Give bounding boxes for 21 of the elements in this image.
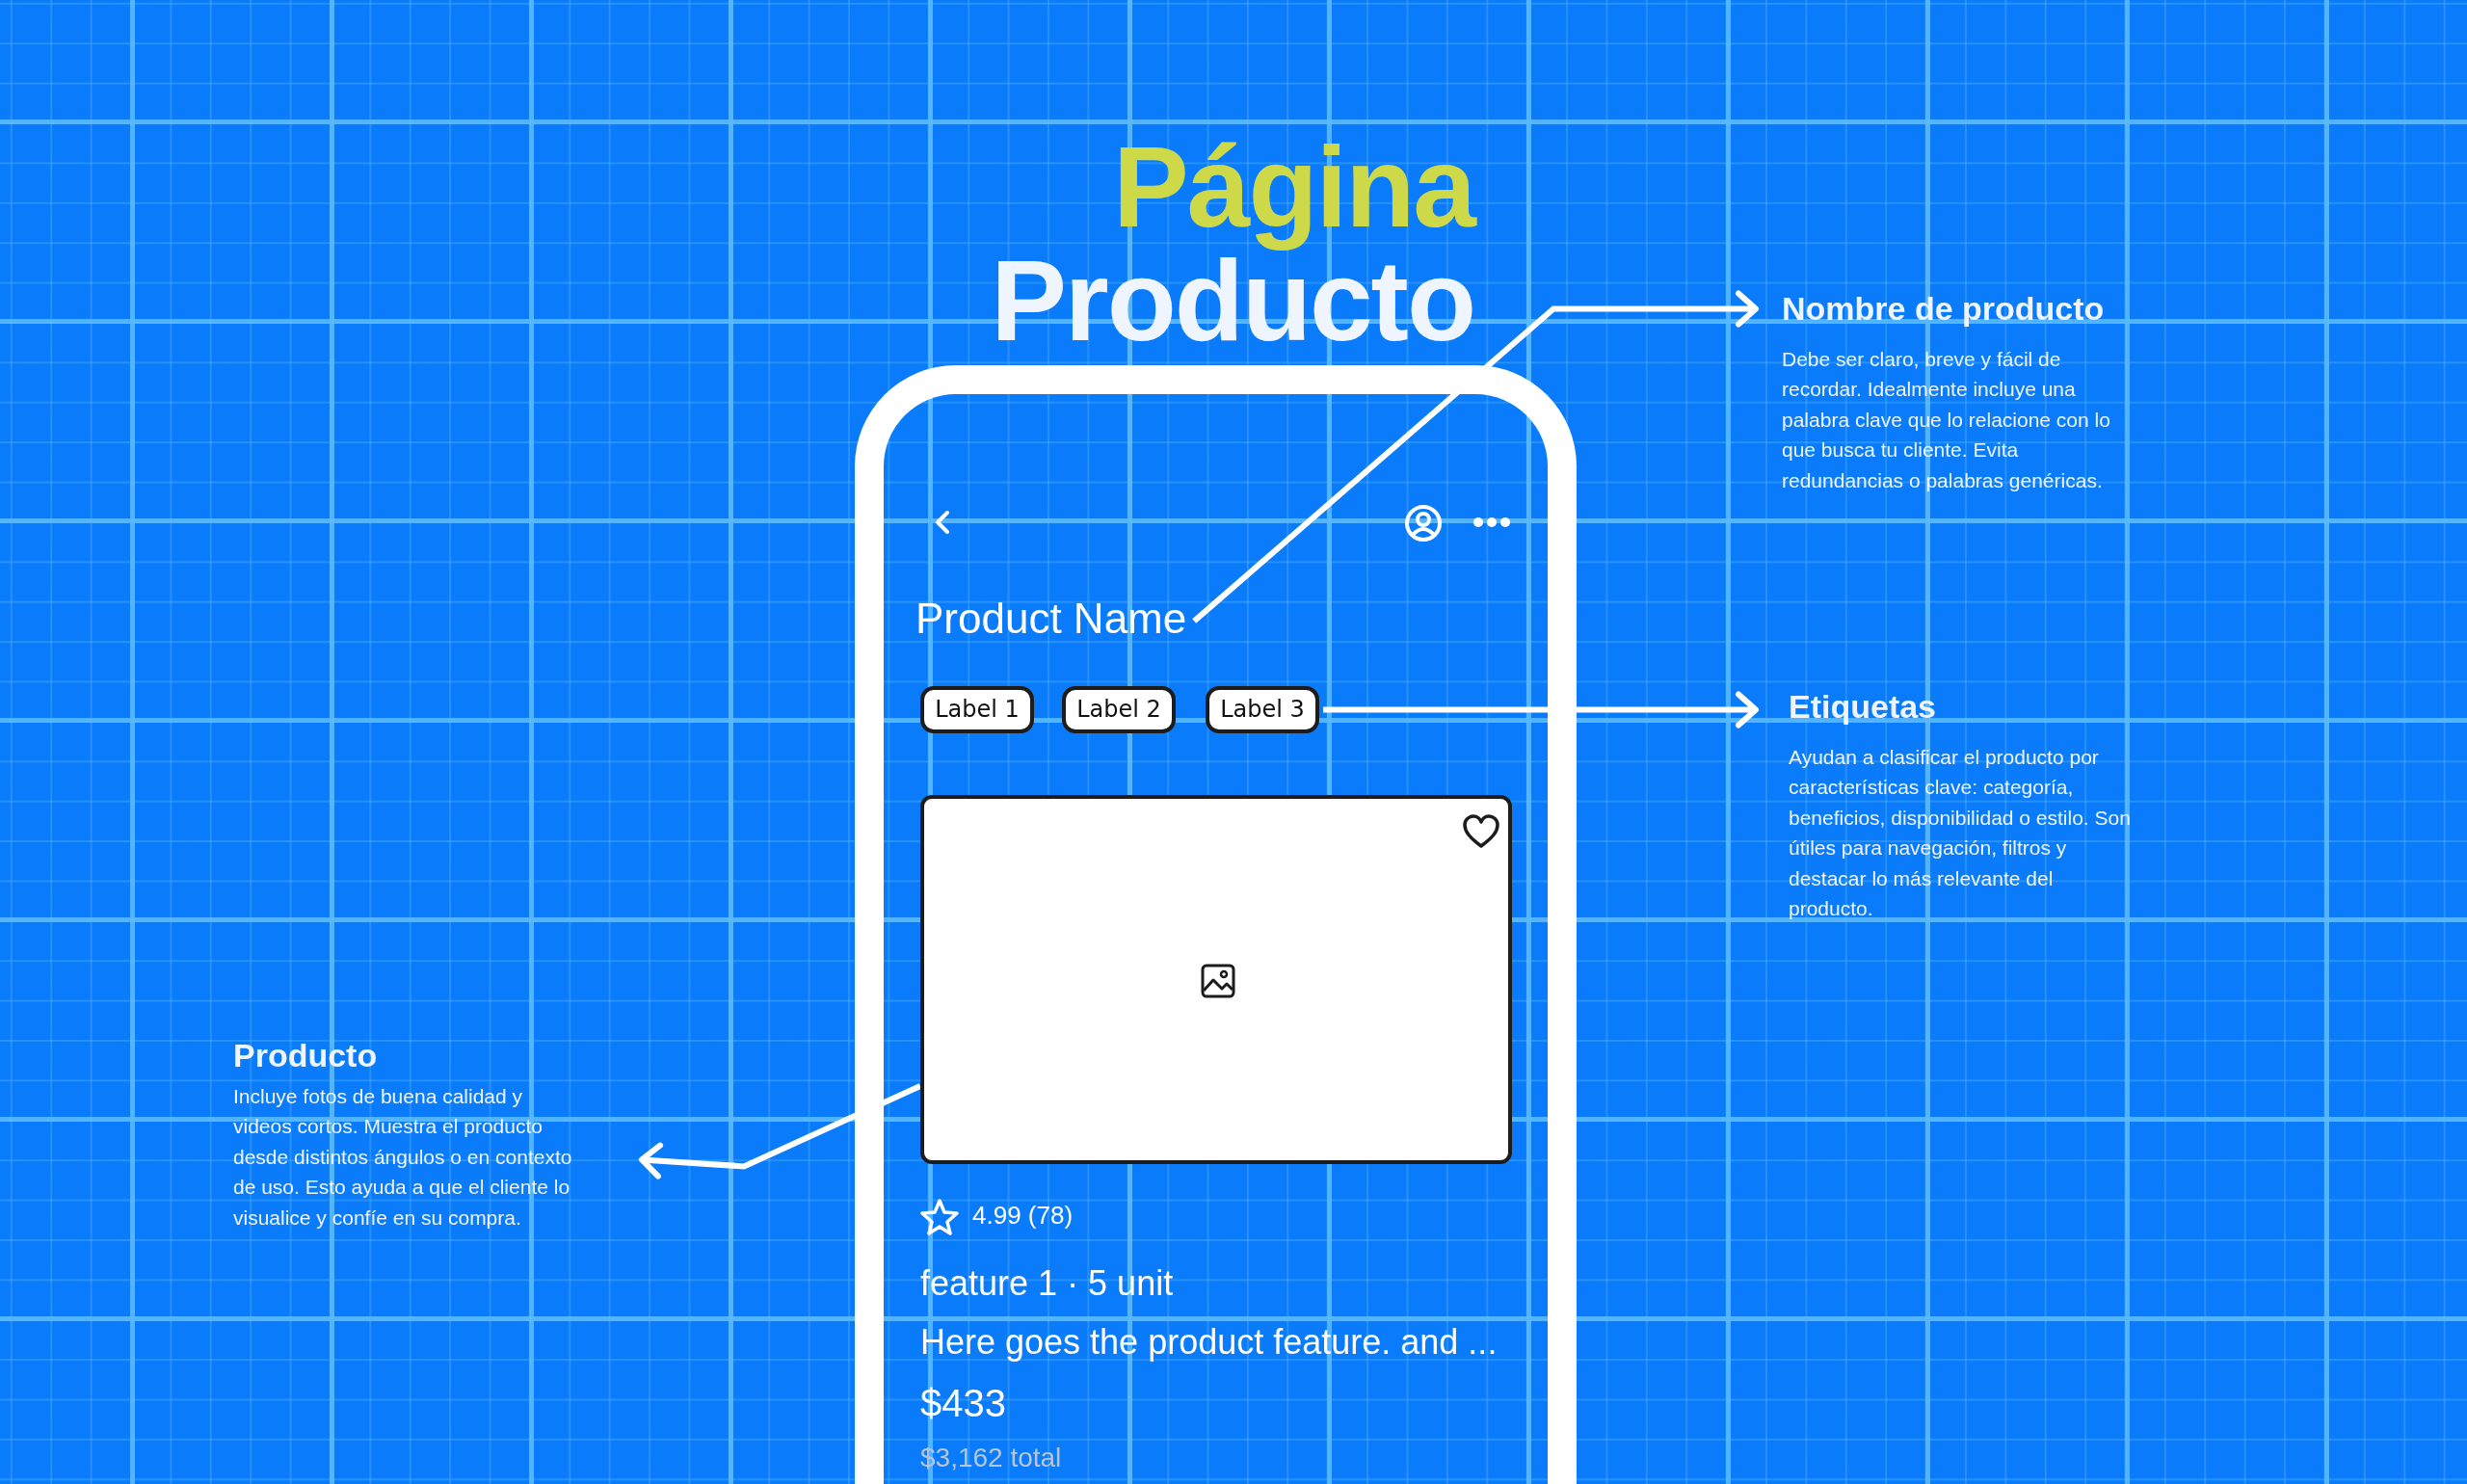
tag-chip: Label 2 [1062,686,1176,733]
price-text: $433 [920,1382,1006,1425]
annotation-text: Debe ser claro, breve y fácil de recordar. Idealmente incluye una palabra clave que lo relacione con lo que busca tu cliente. Evita redundancias o palabras genéricas. [1782,346,2111,493]
leader-arrow [1192,290,1759,623]
title: Página Producto [990,130,1474,358]
tag-chip: Label 1 [920,686,1034,733]
annotation-heading: Producto [233,1036,378,1075]
image-placeholder-card [920,795,1512,1164]
phone-frame [855,365,1577,1484]
annotation-heading: Nombre de producto [1782,289,2105,329]
rating-text: 4.99 (78) [972,1201,1074,1231]
annotation-text: Incluye fotos de buena calidad y videos cortos. Muestra el producto desde distintos ángulos o en contexto de uso. Esto ayuda a que el cliente lo visualice y confíe en su compra. [233,1083,573,1231]
description-text: Here goes the product feature. and ... [920,1322,1498,1363]
leader-arrow [1323,691,1759,729]
annotation-heading: Etiquetas [1789,687,1937,727]
leader-arrow [639,1083,922,1179]
feature-text: feature 1 · 5 unit [920,1263,1174,1304]
tag-chip: Label 3 [1206,686,1319,733]
total-price-text: $3,162 total [920,1443,1062,1473]
product-name-heading: Product Name [915,595,1187,643]
annotation-text: Ayudan a clasificar el producto por características clave: categoría, beneficios, disponibilidad o estilo. Son útiles para navegación, filtros y destacar lo más relevante del producto. [1789,744,2132,922]
